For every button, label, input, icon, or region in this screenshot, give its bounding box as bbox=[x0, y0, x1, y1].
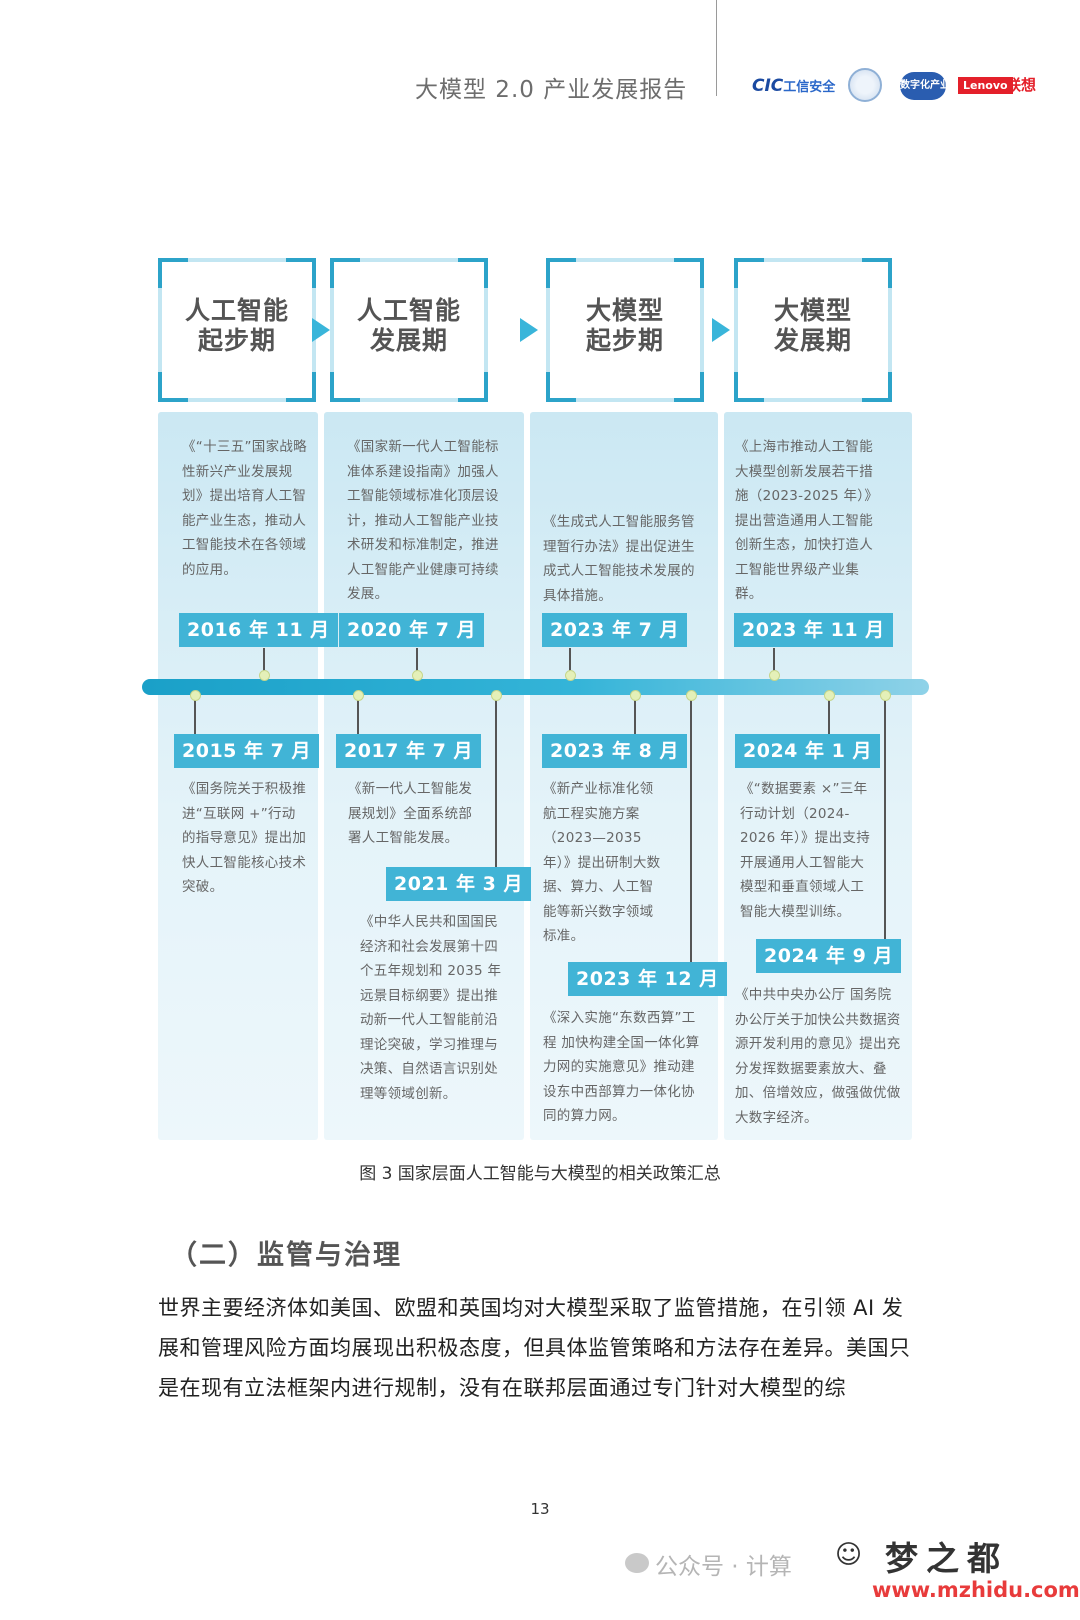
event-date: 2023 年 12 月 bbox=[568, 962, 727, 996]
event-text: 《中华人民共和国国民经济和社会发展第十四个五年规划和 2035 年远景目标纲要》… bbox=[360, 914, 502, 1102]
phase-label: 大模型发展期 bbox=[773, 296, 852, 355]
timeline-dot bbox=[824, 690, 835, 701]
event-date: 2016 年 11 月 bbox=[179, 613, 338, 647]
timeline-stem bbox=[194, 694, 196, 734]
timeline-dot bbox=[259, 670, 270, 681]
lenovo-logo: Lenovo bbox=[958, 77, 1013, 94]
event-text: 《上海市推动人工智能大模型创新发展若干措施（2023-2025 年）》提出营造通… bbox=[735, 439, 873, 602]
cic-mark: CIC bbox=[752, 76, 784, 96]
event-date: 2024 年 1 月 bbox=[735, 734, 880, 768]
event-date: 2023 年 7 月 bbox=[542, 613, 687, 647]
report-title: 大模型 2.0 产业发展报告 bbox=[415, 77, 688, 103]
event-date: 2015 年 7 月 bbox=[174, 734, 319, 768]
timeline-stem bbox=[263, 648, 265, 680]
timeline-dot bbox=[353, 690, 364, 701]
phase-box-lm-develop: 大模型发展期 bbox=[734, 258, 892, 402]
timeline-dot bbox=[190, 690, 201, 701]
watermark-url: www.mzhidu.com bbox=[872, 1578, 1080, 1602]
event-date: 2023 年 8 月 bbox=[542, 734, 687, 768]
event-date: 2020 年 7 月 bbox=[339, 613, 484, 647]
timeline-dot bbox=[491, 690, 502, 701]
panel-ai-develop bbox=[324, 412, 524, 1140]
body-paragraph: 世界主要经济体如美国、欧盟和英国均对大模型采取了监管措施，在引领 AI 发展和管… bbox=[158, 1296, 911, 1400]
event-text: 《生成式人工智能服务管理暂行办法》提出促进生成式人工智能技术发展的具体措施。 bbox=[543, 514, 695, 604]
phase-box-ai-develop: 人工智能发展期 bbox=[330, 258, 488, 402]
phase-label: 人工智能起步期 bbox=[184, 296, 289, 355]
section-heading: （二）监管与治理 bbox=[170, 1240, 402, 1271]
arrow-right-icon bbox=[712, 318, 730, 342]
arrow-right-icon bbox=[312, 318, 330, 342]
timeline-stem bbox=[828, 694, 830, 734]
lianxiang-logo: 联想 bbox=[1006, 76, 1037, 94]
event-date: 2017 年 7 月 bbox=[336, 734, 481, 768]
timeline-stem bbox=[357, 694, 359, 734]
panel-lm-start bbox=[530, 412, 718, 1140]
timeline-stem bbox=[416, 648, 418, 680]
phase-label: 人工智能发展期 bbox=[356, 296, 461, 355]
event-text: 《中共中央办公厅 国务院办公厅关于加快公共数据资源开发利用的意见》提出充分发挥数… bbox=[735, 987, 901, 1126]
header-divider bbox=[716, 0, 717, 96]
timeline-stem bbox=[495, 694, 497, 876]
arrow-right-icon bbox=[520, 318, 538, 342]
timeline-stem bbox=[884, 694, 886, 940]
panel-ai-start bbox=[158, 412, 318, 1140]
event-text: 《“数据要素 ×”三年行动计划（2024-2026 年）》提出支持开展通用人工智… bbox=[740, 781, 870, 920]
shuzi-logo: 数字化产业 bbox=[900, 72, 950, 100]
seal-logo-icon bbox=[848, 68, 882, 102]
timeline-dot bbox=[630, 690, 641, 701]
panel-lm-develop bbox=[724, 412, 912, 1140]
event-text: 《“十三五”国家战略性新兴产业发展规划》提出培育人工智能产业生态，推动人工智能技… bbox=[182, 439, 307, 578]
event-text: 《新一代人工智能发展规划》全面系统部署人工智能发展。 bbox=[348, 781, 473, 846]
watermark-account: 公众号 · 计算 bbox=[655, 1554, 792, 1580]
event-text: 《国务院关于积极推进“互联网 +”行动的指导意见》提出加快人工智能核心技术突破。 bbox=[182, 781, 307, 895]
event-date: 2021 年 3 月 bbox=[386, 867, 531, 901]
timeline-stem bbox=[569, 648, 571, 680]
timeline-dot bbox=[565, 670, 576, 681]
cic-logo: CIC工信安全 bbox=[752, 76, 835, 96]
phase-label: 大模型起步期 bbox=[585, 296, 664, 355]
phase-box-ai-start: 人工智能起步期 bbox=[158, 258, 316, 402]
timeline-stem bbox=[773, 648, 775, 680]
event-date: 2023 年 11 月 bbox=[734, 613, 893, 647]
timeline-dot bbox=[769, 670, 780, 681]
watermark-brand: 梦之都 bbox=[885, 1539, 1008, 1578]
timeline-stem bbox=[690, 694, 692, 972]
timeline-stem bbox=[634, 694, 636, 734]
page-number: 13 bbox=[530, 1500, 550, 1518]
timeline-dot bbox=[412, 670, 423, 681]
event-date: 2024 年 9 月 bbox=[756, 939, 901, 973]
figure-caption: 图 3 国家层面人工智能与大模型的相关政策汇总 bbox=[359, 1164, 721, 1184]
cic-name: 工信安全 bbox=[783, 80, 836, 95]
event-text: 《国家新一代人工智能标准体系建设指南》加强人工智能领域标准化顶层设计，推动人工智… bbox=[347, 439, 499, 602]
timeline-dot bbox=[880, 690, 891, 701]
phase-box-lm-start: 大模型起步期 bbox=[546, 258, 704, 402]
timeline-bar bbox=[142, 679, 929, 695]
mascot-icon: ☺ bbox=[835, 1540, 863, 1570]
event-text: 《新产业标准化领航工程实施方案（2023—2035 年）》提出研制大数据、算力、… bbox=[543, 781, 661, 944]
wechat-icon bbox=[625, 1553, 649, 1573]
event-text: 《深入实施“东数西算”工程 加快构建全国一体化算力网的实施意见》推动建设东中西部… bbox=[543, 1010, 700, 1124]
timeline-dot bbox=[686, 690, 697, 701]
